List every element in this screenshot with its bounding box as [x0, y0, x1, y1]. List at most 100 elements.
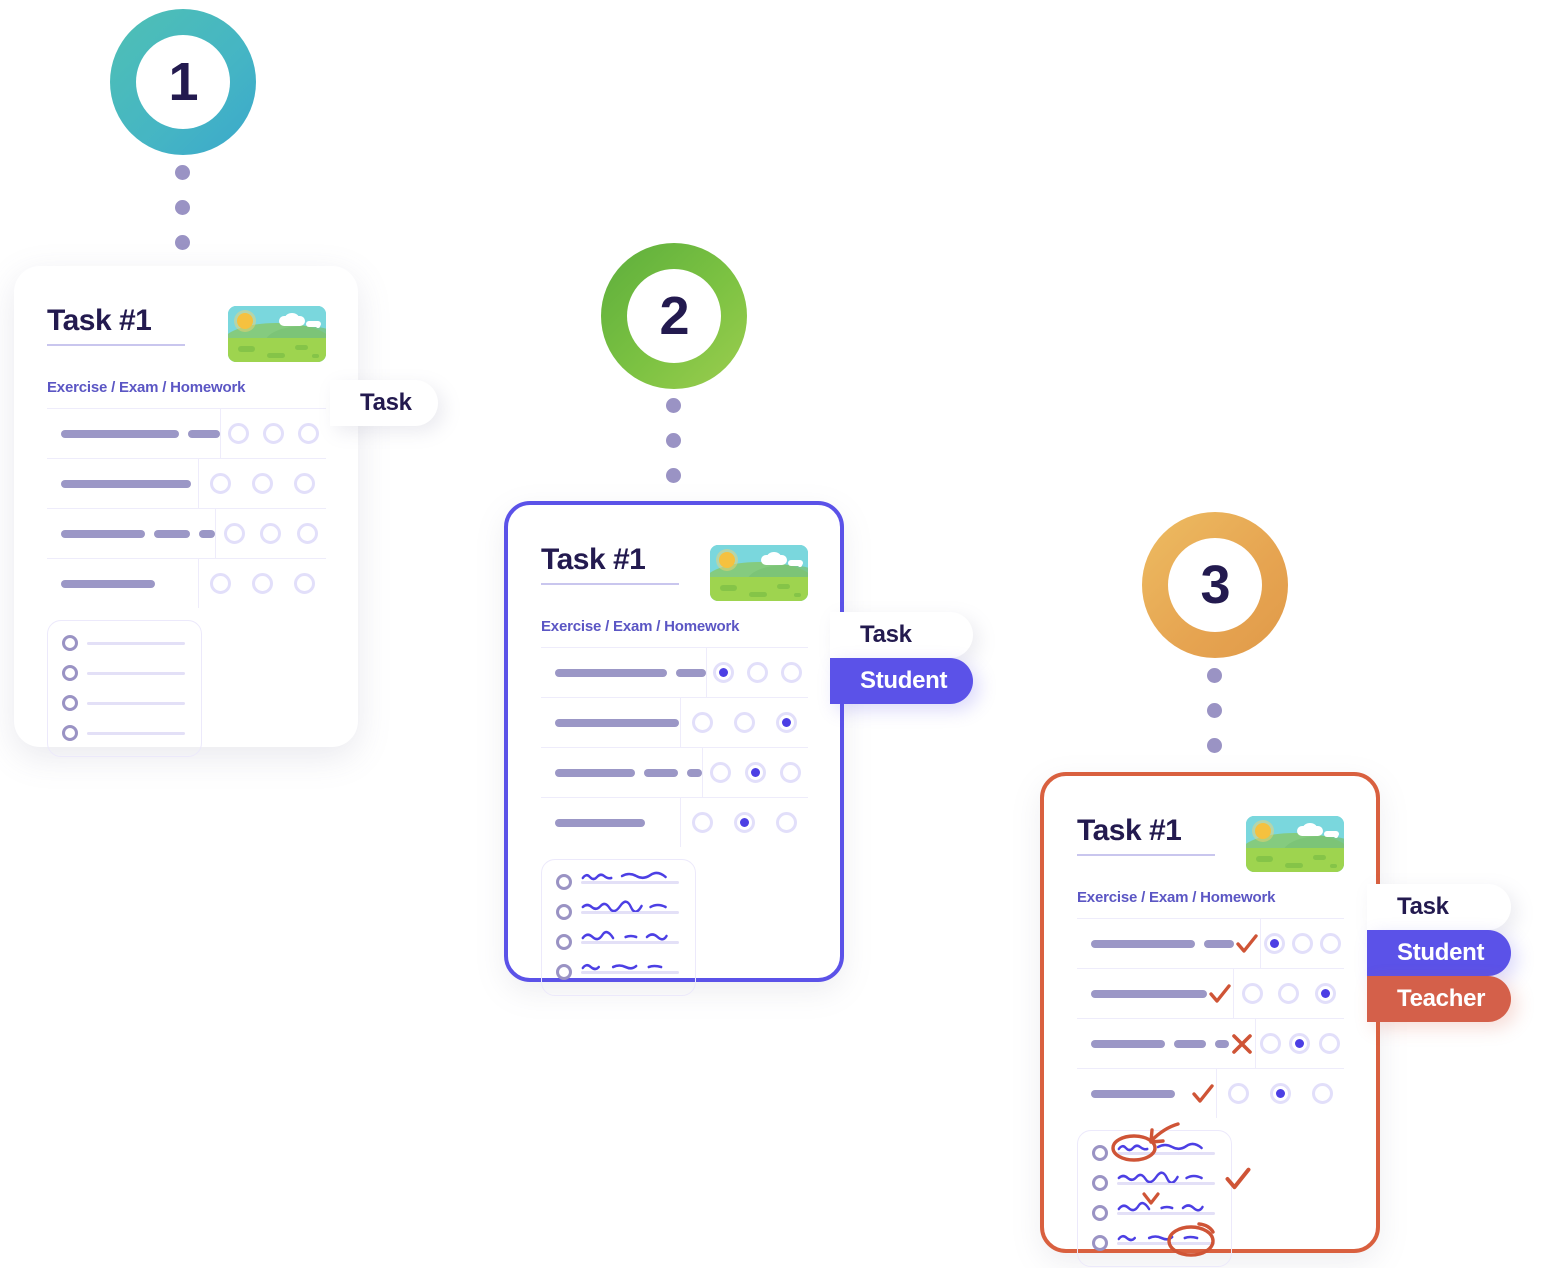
option-circle[interactable]: [1278, 983, 1300, 1004]
option-circle[interactable]: [1318, 1033, 1340, 1054]
question-row[interactable]: [1077, 1068, 1344, 1118]
option-circle[interactable]: [710, 762, 731, 783]
option-circle[interactable]: [297, 523, 319, 544]
option-group[interactable]: [680, 698, 808, 747]
page-title: Task #1: [47, 304, 186, 346]
option-circle[interactable]: [209, 573, 231, 594]
label-student: Student: [1367, 930, 1512, 976]
option-circle[interactable]: [228, 423, 249, 444]
option-circle[interactable]: [780, 662, 802, 683]
answer-line: [1117, 1234, 1215, 1245]
option-group[interactable]: [198, 459, 326, 508]
question-text-placeholder: [47, 479, 198, 488]
question-row[interactable]: [47, 458, 326, 508]
option-group[interactable]: [1233, 969, 1344, 1018]
connector-dot: [666, 433, 681, 448]
option-group[interactable]: [702, 748, 808, 797]
option-circle[interactable]: [691, 812, 713, 833]
option-circle-selected[interactable]: [745, 762, 766, 783]
option-circle[interactable]: [691, 712, 713, 733]
task-card-2[interactable]: Task #1 Exercise / Exam / Homework: [504, 501, 844, 996]
option-group[interactable]: [1255, 1019, 1344, 1068]
answer-row[interactable]: [62, 725, 185, 741]
answer-row[interactable]: [1092, 1167, 1251, 1191]
written-answer-box[interactable]: [1077, 1122, 1251, 1267]
option-circle[interactable]: [1312, 1083, 1334, 1104]
question-row[interactable]: [1077, 1018, 1344, 1068]
question-row[interactable]: [541, 647, 808, 697]
answer-bullet-circle: [62, 725, 78, 741]
option-circle[interactable]: [1319, 933, 1341, 954]
question-text-placeholder: [1077, 1039, 1229, 1048]
option-group[interactable]: [220, 409, 326, 458]
option-circle[interactable]: [780, 762, 801, 783]
step-circle-2: 2: [601, 243, 747, 389]
option-circle[interactable]: [1241, 983, 1263, 1004]
answer-line: [87, 671, 185, 675]
option-circle[interactable]: [223, 523, 245, 544]
option-group[interactable]: [1216, 1069, 1344, 1118]
answer-row[interactable]: [556, 871, 679, 890]
label-student: Student: [830, 658, 974, 704]
question-row[interactable]: [47, 558, 326, 608]
option-circle-selected[interactable]: [1289, 1033, 1311, 1054]
option-group[interactable]: [198, 559, 326, 608]
question-row[interactable]: [1077, 918, 1344, 968]
label-teacher: Teacher: [1367, 976, 1512, 1022]
option-circle[interactable]: [1227, 1083, 1249, 1104]
task-card-3[interactable]: Task #1 Exercise / Exam / Homework: [1040, 772, 1380, 1267]
option-group[interactable]: [706, 648, 808, 697]
option-group[interactable]: [1260, 919, 1344, 968]
question-row[interactable]: [541, 747, 808, 797]
question-row[interactable]: [541, 797, 808, 847]
step-circle-1: 1: [110, 9, 256, 155]
option-circle[interactable]: [263, 423, 284, 444]
written-answer-box[interactable]: [541, 859, 696, 996]
option-circle-selected[interactable]: [1264, 933, 1286, 954]
option-circle[interactable]: [209, 473, 231, 494]
written-answer-box[interactable]: [47, 620, 202, 757]
answer-bullet-circle: [556, 934, 572, 950]
answer-line: [1117, 1201, 1215, 1215]
question-text-placeholder: [541, 668, 706, 677]
option-circle-selected[interactable]: [776, 712, 798, 733]
question-row[interactable]: [541, 697, 808, 747]
question-row[interactable]: [47, 508, 326, 558]
option-circle[interactable]: [733, 712, 755, 733]
answer-row[interactable]: [1092, 1192, 1215, 1221]
card-2-labels: Task Student: [830, 612, 974, 704]
option-circle[interactable]: [776, 812, 798, 833]
question-row[interactable]: [1077, 968, 1344, 1018]
option-circle-selected[interactable]: [1315, 983, 1337, 1004]
option-circle[interactable]: [294, 573, 316, 594]
answer-row[interactable]: [1092, 1122, 1215, 1162]
answer-row[interactable]: [556, 899, 679, 920]
label-task: Task: [830, 612, 974, 658]
task-card-1[interactable]: Task #1 Exercise / Exam / Homework: [14, 266, 358, 757]
option-circle[interactable]: [294, 473, 316, 494]
answer-row[interactable]: [62, 635, 185, 651]
option-group[interactable]: [680, 798, 808, 847]
option-circle[interactable]: [251, 473, 273, 494]
connector-dot: [666, 398, 681, 413]
option-circle[interactable]: [1291, 933, 1313, 954]
option-circle-selected[interactable]: [713, 662, 735, 683]
answer-row[interactable]: [62, 665, 185, 681]
option-circle[interactable]: [1260, 1033, 1282, 1054]
answer-bullet-circle: [1092, 1235, 1108, 1251]
question-row[interactable]: [47, 408, 326, 458]
option-circle-selected[interactable]: [733, 812, 755, 833]
answer-row[interactable]: [556, 930, 679, 950]
option-circle-selected[interactable]: [1269, 1083, 1291, 1104]
answer-row[interactable]: [556, 963, 679, 980]
answer-row[interactable]: [1092, 1222, 1215, 1257]
option-circle[interactable]: [251, 573, 273, 594]
answer-bullet-circle: [62, 665, 78, 681]
option-circle[interactable]: [298, 423, 319, 444]
option-circle[interactable]: [746, 662, 768, 683]
option-group[interactable]: [215, 509, 326, 558]
card-header: Task #1: [47, 304, 326, 362]
option-circle[interactable]: [260, 523, 282, 544]
answer-row[interactable]: [62, 695, 185, 711]
answer-line: [87, 641, 185, 645]
